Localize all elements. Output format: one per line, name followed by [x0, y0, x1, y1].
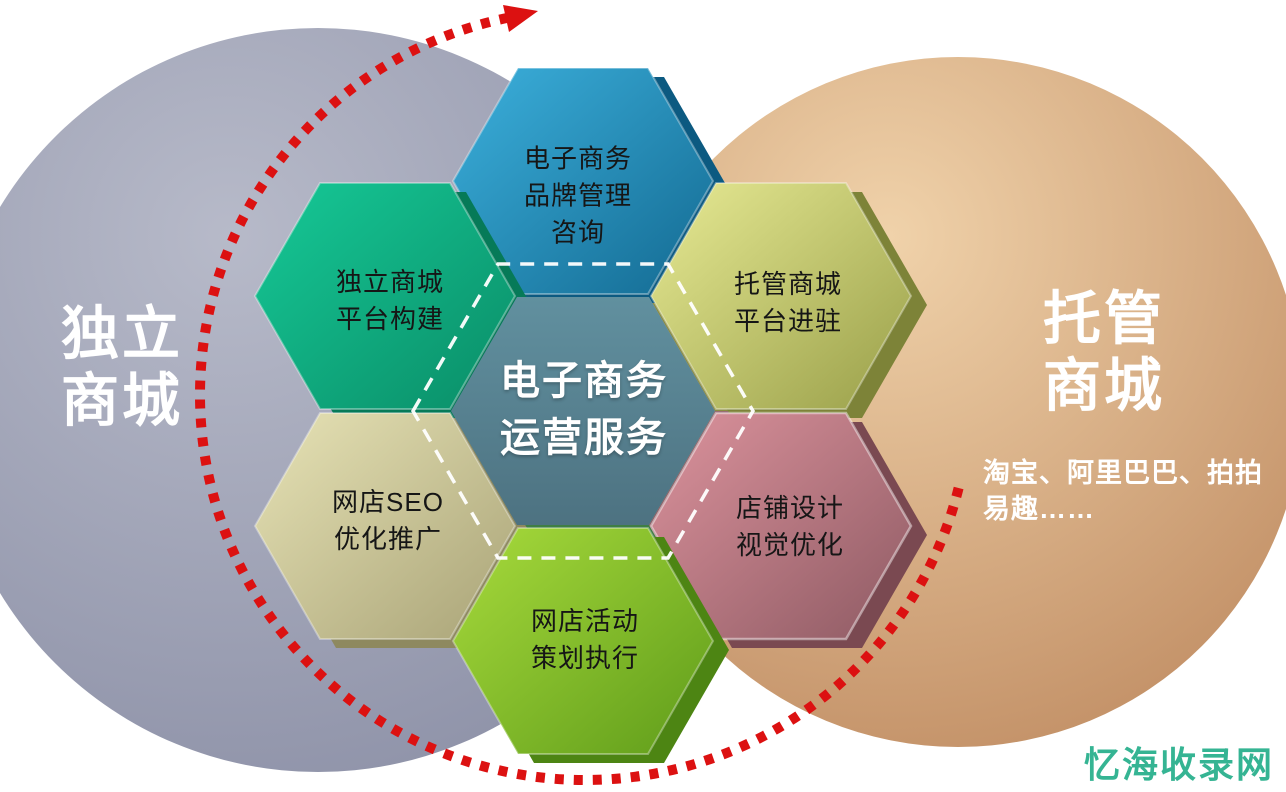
- hexagon-top-label: 电子商务 品牌管理 咨询: [523, 143, 633, 248]
- hexagon-bottom-label: 网店活动 策划执行: [530, 606, 640, 673]
- hexagon-upper-right: [649, 182, 927, 418]
- right-circle-sublabel: 淘宝、阿里巴巴、拍拍 易趣……: [983, 458, 1263, 524]
- hexagon-upper-left: [253, 182, 531, 418]
- watermark: 忆海收录网: [1083, 744, 1274, 785]
- right-circle-label: 托管 商城: [1042, 286, 1166, 419]
- hexagon-upper-right-face: [649, 182, 913, 410]
- arrowhead-icon: [503, 5, 538, 32]
- center-hexagon-label: 电子商务 运营服务: [500, 359, 668, 460]
- hexagon-lower-right-label: 店铺设计 视觉优化: [735, 493, 845, 560]
- hexagon-lower-left-label: 网店SEO 优化推广: [332, 487, 444, 554]
- hexagon-bottom-face: [451, 527, 715, 755]
- hexagon-upper-left-label: 独立商城 平台构建: [335, 267, 445, 334]
- hexagon-bottom: [451, 527, 729, 763]
- center-dashed-outline: [410, 262, 756, 560]
- hexagon-top: [451, 67, 729, 303]
- hexagon-upper-right-label: 托管商城 平台进驻: [733, 269, 843, 336]
- hexagon-upper-left-face: [253, 182, 517, 410]
- hexagon-lower-right: [649, 411, 927, 648]
- hexagon-lower-left-face: [253, 412, 517, 640]
- left-circle-label: 独立 商城: [60, 301, 184, 434]
- hexagon-lower-left: [253, 412, 531, 648]
- center-hexagon-face: [451, 297, 715, 525]
- dotted-arc: [195, 12, 964, 785]
